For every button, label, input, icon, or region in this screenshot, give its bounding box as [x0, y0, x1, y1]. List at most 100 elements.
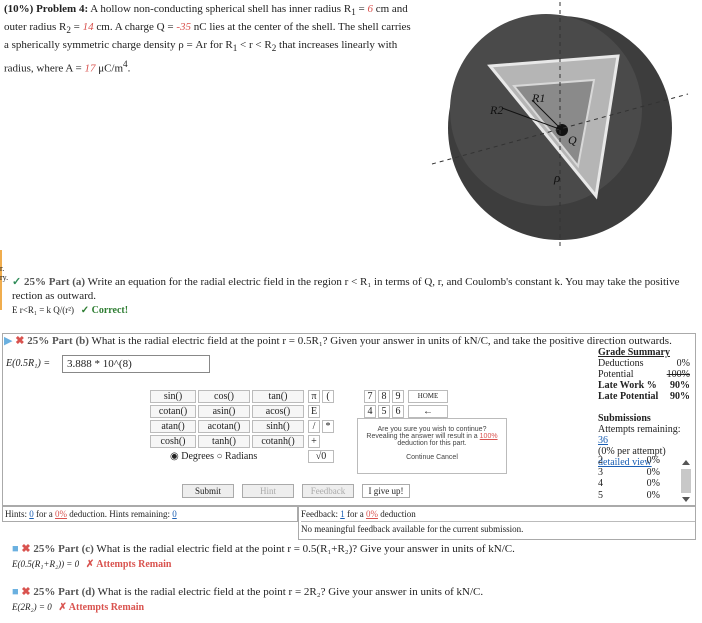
key-cosh[interactable]: cosh() [150, 435, 196, 448]
grade-header: Grade Summary [598, 347, 670, 358]
key-cos[interactable]: cos() [198, 390, 250, 403]
part-d-answer-text: E(2R₂) = 0 [12, 602, 52, 612]
part-c-answer-text: E(0.5(R₁+R₂)) = 0 [12, 559, 80, 569]
key-sqrt[interactable]: √0 [308, 450, 334, 463]
key-tanh[interactable]: tanh() [198, 435, 250, 448]
part-d-status: ✗ Attempts Remain [58, 602, 145, 613]
key-5[interactable]: 5 [378, 405, 390, 418]
reveal-confirm-dialog: Are you sure you wish to continue? Revea… [357, 418, 507, 474]
hints-text: deduction. Hints remaining: [67, 509, 173, 519]
q-value: -35 [176, 21, 191, 34]
part-a-question: Write an equation for the radial electri… [87, 276, 680, 288]
label-r1: R1 [531, 91, 545, 105]
feedback-count: 1 [340, 509, 345, 519]
sub-1: 1 [351, 7, 356, 18]
submission-row: 4 0% [598, 478, 660, 490]
part-a-status: ✓ Correct! [80, 305, 129, 316]
key-sin[interactable]: sin() [150, 390, 196, 403]
part-a-header[interactable]: ✓ 25% Part (a) Write an equation for the… [12, 275, 679, 289]
r2-value: 14 [82, 21, 94, 34]
scrollbar-thumb[interactable] [681, 469, 691, 493]
dialog-line2-text: Revealing the answer will result in a [366, 433, 480, 440]
feedback-bar: Feedback: 1 for a 0% deduction No meanin… [298, 506, 696, 540]
key-acos[interactable]: acos() [252, 405, 304, 418]
attempts-label: Attempts remaining: [598, 424, 681, 435]
a-value: 17 [84, 62, 96, 75]
answer-input[interactable]: 3.888 * 10^(8) [62, 355, 210, 373]
sub-value: 0% [646, 478, 660, 489]
left-fragment: r. [0, 264, 5, 273]
continue-button[interactable]: Continue [406, 454, 435, 461]
problem-statement: (10%) Problem 4: A hollow non-conducting… [4, 2, 414, 76]
grade-row: Late Work %90% [598, 380, 690, 391]
part-a-answer-text: E r<R₁ = k Q/(r²) [12, 305, 74, 315]
expand-arrow-icon: ▶ [4, 335, 13, 347]
dialog-line3: deduction for this part. [397, 440, 467, 447]
part-b-header[interactable]: ▶ ✖ 25% Part (b) What is the radial elec… [4, 334, 672, 348]
key-home[interactable]: HOME [408, 390, 448, 403]
key-plus[interactable]: + [308, 435, 320, 448]
radius-r2 [501, 107, 563, 131]
scroll-up-icon[interactable] [682, 460, 690, 465]
key-7[interactable]: 7 [364, 390, 376, 403]
part-c-header[interactable]: ■ ✖ 25% Part (c) What is the radial elec… [12, 542, 515, 556]
problem-header: (10%) Problem 4: [4, 3, 89, 15]
cancel-button[interactable]: Cancel [436, 454, 458, 461]
grade-key: Late Work % [598, 380, 657, 391]
part-b-pct: 25% Part (b) [27, 335, 89, 347]
label-q: Q [568, 133, 577, 147]
part-d-header[interactable]: ■ ✖ 25% Part (d) What is the radial elec… [12, 585, 483, 599]
attempts-remaining: Attempts remaining: 36 [598, 424, 690, 446]
part-b-question: What is the radial electric field at the… [91, 335, 672, 347]
dialog-line1: Are you sure you wish to continue? [377, 426, 487, 433]
part-a-answer: E r<R₁ = k Q/(r²) ✓ Correct! [12, 303, 128, 318]
hints-pct: 0% [55, 509, 68, 519]
key-asin[interactable]: asin() [198, 405, 250, 418]
problem-text: μC/m [95, 62, 124, 75]
key-multiply[interactable]: * [322, 420, 334, 433]
degrees-radio-icon[interactable]: ◉ [170, 451, 179, 462]
key-atan[interactable]: atan() [150, 420, 196, 433]
key-8[interactable]: 8 [378, 390, 390, 403]
submit-button[interactable]: Submit [182, 484, 234, 498]
key-cotan[interactable]: cotan() [150, 405, 196, 418]
grade-value: 90% [670, 391, 690, 402]
per-attempt: (0% per attempt) [598, 446, 666, 457]
part-b-panel [2, 333, 696, 506]
feedback-text: deduction [377, 509, 416, 519]
key-pi[interactable]: π [308, 390, 320, 403]
detailed-view-link[interactable]: detailed view [598, 457, 652, 468]
sub-number: 4 [598, 478, 603, 489]
part-d-answer: E(2R₂) = 0 ✗ Attempts Remain [12, 600, 144, 615]
part-d-pct: 25% Part (d) [33, 586, 96, 598]
radians-radio-icon[interactable]: ○ [216, 451, 223, 462]
key-divide[interactable]: / [308, 420, 320, 433]
x-icon: ✖ [15, 335, 25, 347]
key-4[interactable]: 4 [364, 405, 376, 418]
key-e[interactable]: E [308, 405, 320, 418]
key-paren[interactable]: ( [322, 390, 334, 403]
part-d-question: What is the radial electric field at the… [97, 586, 484, 598]
sub-2: 2 [271, 43, 277, 54]
key-acotan[interactable]: acotan() [198, 420, 250, 433]
key-9[interactable]: 9 [392, 390, 404, 403]
attempts-count: 36 [598, 435, 608, 446]
scroll-down-icon[interactable] [682, 497, 690, 502]
key-sinh[interactable]: sinh() [252, 420, 304, 433]
problem-text: cm. A charge Q = [93, 21, 177, 34]
key-tan[interactable]: tan() [252, 390, 304, 403]
key-6[interactable]: 6 [392, 405, 404, 418]
part-a-pct: 25% Part (a) [23, 276, 86, 288]
hint-button[interactable]: Hint [242, 484, 294, 498]
key-cotanh[interactable]: cotanh() [252, 435, 304, 448]
grade-value: 0% [676, 358, 690, 369]
key-backspace-icon[interactable]: ← [408, 405, 448, 418]
problem-text: . [127, 62, 131, 75]
give-up-button[interactable]: I give up! [362, 484, 410, 498]
feedback-label: Feedback: [301, 509, 341, 519]
feedback-button[interactable]: Feedback [302, 484, 354, 498]
